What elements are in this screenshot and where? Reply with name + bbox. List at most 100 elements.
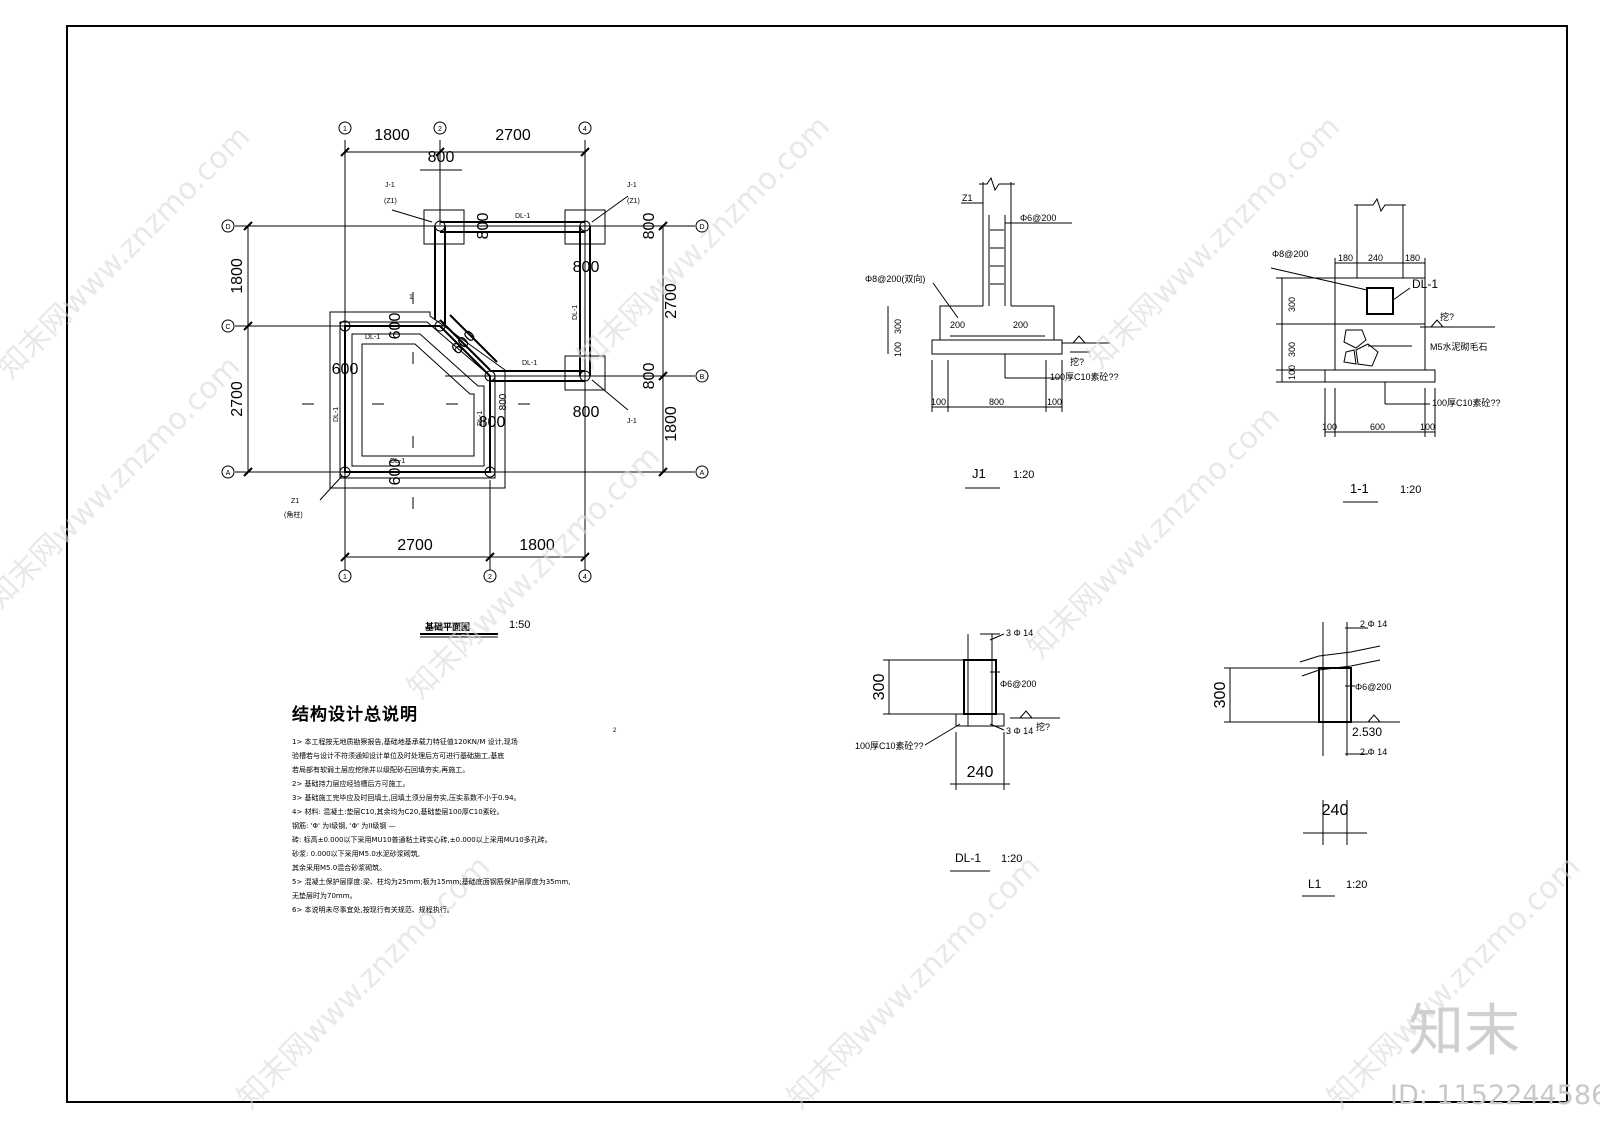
dim-bottom-1800: 1800 <box>519 537 555 554</box>
notes-item-3: 若局部有软弱土层应挖除并以级配砂石回填夯实,再施工。 <box>292 766 470 774</box>
j1-pad: 100厚C10素砼?? <box>1050 371 1119 382</box>
watermark-1: 知末网www.znzmo.com <box>0 119 257 385</box>
plan-scale: 1:50 <box>509 619 530 631</box>
j1-rebar-col: Φ6@200 <box>1020 213 1056 223</box>
label-j1b-sub: (Z1) <box>627 198 640 205</box>
j1-h100: 100 <box>893 342 903 357</box>
dl1-w240: 240 <box>967 764 994 781</box>
dim-j-800: 800 <box>475 213 492 240</box>
s11-title: 1-1 <box>1350 481 1369 496</box>
label-dl-inner: DL-1 <box>365 334 380 341</box>
label-dl-mid: DL-1 <box>522 360 537 367</box>
j1-h300: 300 <box>893 319 903 334</box>
label-j1c: J-1 <box>627 418 637 425</box>
dim-top-1800: 1800 <box>374 127 410 144</box>
notes-item-13: 6> 本说明未尽事宜处,按现行有关规范、规程执行。 <box>292 906 454 914</box>
dim-ring-600c: 600 <box>387 459 404 486</box>
j1-w100b: 100 <box>1047 397 1062 407</box>
j1-rebar-base: Φ8@200(双向) <box>865 273 925 284</box>
label-j1a-sub: (Z1) <box>384 198 397 205</box>
l1-elev: 2.530 <box>1352 725 1382 739</box>
label-dl-bottom: DL-1 <box>390 458 405 465</box>
s11-h300b: 300 <box>1287 342 1297 357</box>
dim-right-2700: 2700 <box>663 283 680 319</box>
label-z1-sub: (角柱) <box>284 510 303 519</box>
notes-item-4: 2> 基础持力层应经验槽后方可施工。 <box>292 780 410 788</box>
watermark-4: 知末网www.znzmo.com <box>0 349 247 615</box>
l1-w240: 240 <box>1322 802 1349 819</box>
label-dl-left: DL-1 <box>333 407 340 422</box>
l1-stirrup: Φ6@200 <box>1355 682 1391 692</box>
notes-item-12: 无垫层时为70mm。 <box>292 892 357 900</box>
dl1-bot-bar: 3 Φ 14 <box>1006 726 1033 736</box>
axis-bottom-4: 4 <box>583 574 587 581</box>
dim-ring-600a: 600 <box>332 361 359 378</box>
label-j1a: J-1 <box>385 182 395 189</box>
page-mark: 2 <box>613 728 617 734</box>
notes-item-9: 砂浆: 0.000以下采用M5.0水泥砂浆砌筑, <box>292 850 421 858</box>
dl1-h300: 300 <box>871 674 888 701</box>
notes-item-7: 钢筋: 'Φ' 为I级钢, 'Φ' 为II级钢 — <box>292 822 396 830</box>
watermark-logo: 知末 <box>1408 999 1520 1064</box>
s11-h300a: 300 <box>1287 297 1297 312</box>
detail-1-1: Φ8@200 180 240 180 挖? M5水泥砌毛石 100厚C10素砼?… <box>1270 197 1501 503</box>
j1-title: J1 <box>972 466 986 481</box>
axis-right-a: A <box>700 470 705 477</box>
axis-top-1: 1 <box>343 126 347 133</box>
notes-item-11: 5> 混凝土保护层厚度:梁、柱均为25mm;板为15mm;基础底面钢筋保护层厚度… <box>292 878 571 886</box>
l1-bot-bar: 2 Φ 14 <box>1360 747 1387 757</box>
s11-w600: 600 <box>1370 422 1385 432</box>
label-dl-top: DL-1 <box>515 213 530 220</box>
l1-h300: 300 <box>1212 682 1229 709</box>
s11-w100b: 100 <box>1420 422 1435 432</box>
watermark-2: 知末网www.znzmo.com <box>571 109 837 375</box>
s11-dig: 挖? <box>1440 311 1454 322</box>
watermark-8: 知末网www.znzmo.com <box>781 849 1047 1115</box>
dim-right-800a: 800 <box>641 213 658 240</box>
notes-item-10: 其余采用M5.0混合砂浆砌筑。 <box>292 864 387 872</box>
j1-w100a: 100 <box>931 397 946 407</box>
plan-title: 基础平面图 <box>424 621 470 632</box>
detail-dl1: 3 Φ 14 Φ6@200 3 Φ 14 挖? 100厚C10素砼?? 300 … <box>855 628 1060 872</box>
dim-right-1800: 1800 <box>663 406 680 442</box>
axis-left-c: C <box>225 324 230 331</box>
dim-inner-800: 800 <box>479 414 506 431</box>
axis-right-b: B <box>700 374 705 381</box>
dim-mid-800b: 800 <box>573 404 600 421</box>
watermark-5: 知末网www.znzmo.com <box>401 439 667 705</box>
s11-rebar: Φ8@200 <box>1272 249 1308 259</box>
j1-dig: 挖? <box>1070 356 1084 367</box>
detail-l1: 2 Φ 14 Φ6@200 2 Φ 14 2.530 300 240 L1 1:… <box>1212 619 1400 897</box>
axis-top-2: 2 <box>438 126 442 133</box>
dl1-stirrup: Φ6@200 <box>1000 679 1036 689</box>
label-z1: Z1 <box>291 498 299 505</box>
section-mark: 1 <box>409 294 413 301</box>
s11-w100a: 100 <box>1322 422 1337 432</box>
notes-item-1: 1> 本工程按无地质勘察报告,基础地基承载力特征值120KN/M 设计,现场 <box>292 738 518 746</box>
notes-item-8: 砖: 标高±0.000以下采用MU10普通粘土砖实心砖,±0.000以上采用MU… <box>292 836 552 844</box>
s11-pad: 100厚C10素砼?? <box>1432 397 1501 408</box>
dim-top-2700: 2700 <box>495 127 531 144</box>
foundation-plan: 1 2 4 1 2 4 D C A D B A 1800 2700 800 27… <box>221 121 709 638</box>
label-dl-diag: DL-1 <box>477 411 484 426</box>
j1-d200b: 200 <box>1013 320 1028 330</box>
watermark-6: 知末网www.znzmo.com <box>1021 399 1287 665</box>
axis-top-4: 4 <box>583 126 587 133</box>
axis-bottom-1: 1 <box>343 574 347 581</box>
dim-mid-800a: 800 <box>573 259 600 276</box>
j1-w800: 800 <box>989 397 1004 407</box>
dl1-scale: 1:20 <box>1001 853 1022 865</box>
dim-bottom-2700: 2700 <box>397 537 433 554</box>
dl1-title: DL-1 <box>955 851 981 865</box>
sheet-border <box>66 25 1568 1103</box>
dim-right-800b: 800 <box>641 363 658 390</box>
notes-item-6: 4> 材料: 混凝土:垫层C10,其余均为C20,基础垫层100厚C10素砼。 <box>292 808 504 816</box>
label-j1b: J-1 <box>627 182 637 189</box>
dim-mid-800c: 800 <box>498 393 509 410</box>
notes-title: 结构设计总说明 <box>292 705 418 725</box>
s11-stone: M5水泥砌毛石 <box>1430 341 1488 352</box>
s11-w240: 240 <box>1368 253 1383 263</box>
l1-top-bar: 2 Φ 14 <box>1360 619 1387 629</box>
axis-left-a: A <box>226 470 231 477</box>
